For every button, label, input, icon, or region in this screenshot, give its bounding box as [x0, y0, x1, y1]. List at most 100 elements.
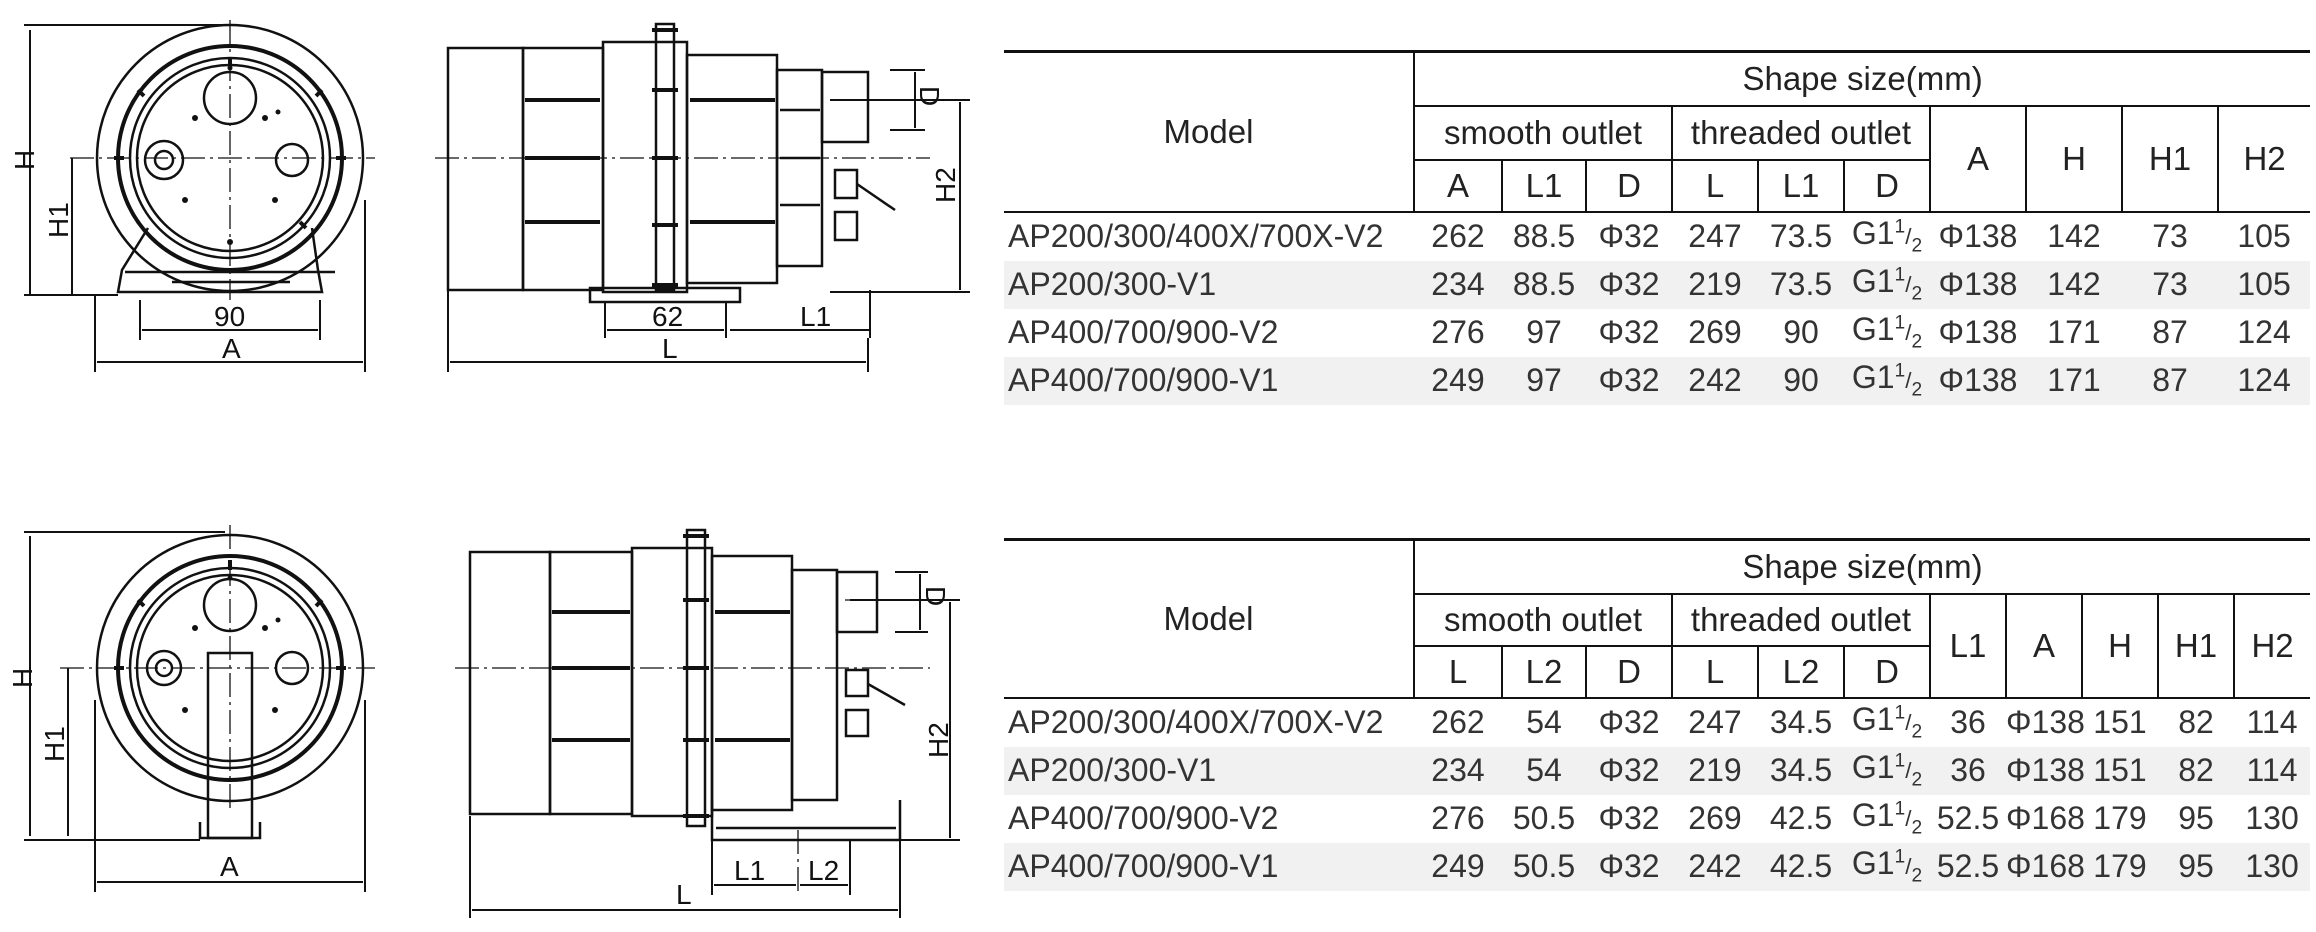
- value-cell: 42.5: [1758, 842, 1844, 891]
- value-cell: 73: [2122, 260, 2218, 309]
- value-cell: Φ138: [1930, 260, 2026, 309]
- dim-label-H: H: [7, 668, 38, 688]
- value-cell: 73: [2152, 218, 2188, 254]
- smooth-outlet-header: smooth outlet: [1413, 105, 1672, 161]
- col-header: D: [1585, 645, 1672, 699]
- value-cell: Φ168: [2006, 800, 2085, 836]
- value-cell: G11/2: [1844, 212, 1930, 261]
- value-cell: Φ138: [1930, 356, 2026, 405]
- shape-size-header: Shape size(mm): [1412, 538, 2311, 595]
- fraction-slash: /: [1905, 224, 1912, 250]
- value-cell: Φ32: [1598, 314, 1660, 350]
- value-cell: Φ138: [1938, 218, 2018, 254]
- value-cell: 124: [2237, 314, 2291, 350]
- motor-body: [468, 550, 552, 816]
- threaded-outlet-header: threaded outlet: [1671, 593, 1930, 647]
- value-cell: 171: [2026, 356, 2122, 405]
- value-cell: 95: [2178, 800, 2214, 836]
- col-header: H1: [2121, 105, 2218, 213]
- value-cell: 124: [2218, 356, 2311, 405]
- fraction-slash: /: [1905, 854, 1912, 880]
- value-cell: 114: [2246, 704, 2298, 740]
- dim-label-H2: H2: [923, 722, 954, 758]
- col-header: L1: [1501, 159, 1586, 213]
- col-header: L1: [1929, 593, 2006, 699]
- value-cell: 242: [1672, 842, 1758, 891]
- value-cell: 151: [2093, 704, 2147, 740]
- value-cell: 54: [1526, 704, 1562, 740]
- col-header: H: [2081, 593, 2158, 699]
- thread-size: G1: [1851, 215, 1895, 252]
- value-cell: 262: [1431, 704, 1485, 740]
- thread-size: G1: [1851, 701, 1895, 738]
- dim-label-90: 90: [214, 301, 245, 332]
- fraction-slash: /: [1905, 806, 1912, 832]
- thread-size: G1: [1851, 749, 1895, 786]
- value-cell: Φ138: [1938, 314, 2018, 350]
- value-cell: 276: [1431, 314, 1485, 350]
- value-cell: Φ138: [2006, 746, 2085, 795]
- fraction-numerator: 1: [1894, 312, 1906, 334]
- value-cell: 50.5: [1512, 800, 1576, 836]
- value-cell: 262: [1431, 218, 1485, 254]
- value-cell: 90: [1783, 314, 1819, 350]
- value-cell: G11/2: [1844, 842, 1930, 891]
- value-cell: 249: [1414, 356, 1502, 405]
- value-cell: 87: [2152, 314, 2188, 350]
- dim-label-H1: H1: [43, 202, 74, 238]
- fraction-numerator: 1: [1894, 702, 1906, 724]
- col-header: L1: [1757, 159, 1844, 213]
- fraction-denominator: 2: [1911, 331, 1923, 353]
- value-cell: 234: [1414, 260, 1502, 309]
- value-cell: G11/2: [1844, 746, 1930, 795]
- value-cell: Φ138: [2006, 704, 2085, 740]
- support-bracket: [116, 227, 324, 294]
- value-cell: 34.5: [1769, 704, 1833, 740]
- fraction-numerator: 1: [1894, 750, 1906, 772]
- value-cell: 73.5: [1769, 218, 1833, 254]
- col-header: H2: [2216, 105, 2311, 213]
- fraction-numerator: 1: [1894, 846, 1906, 868]
- bottom-side-view-drawing: D H2 L1 L2 L: [455, 528, 960, 918]
- fraction-slash: /: [1905, 758, 1912, 784]
- value-cell: 50.5: [1502, 842, 1586, 891]
- value-cell: 249: [1414, 842, 1502, 891]
- dim-label-H: H: [9, 150, 40, 170]
- col-header: L2: [1757, 645, 1844, 699]
- col-header: L: [1671, 645, 1758, 699]
- value-cell: 42.5: [1769, 800, 1833, 836]
- value-cell: 179: [2093, 800, 2147, 836]
- dim-label-A: A: [220, 851, 239, 882]
- base-plate: [588, 286, 742, 304]
- value-cell: 105: [2218, 260, 2311, 309]
- bottom-front-view-drawing: H H1 A: [7, 525, 375, 892]
- model-cell: AP400/700/900-V1: [1004, 842, 1414, 891]
- dim-label-L: L: [662, 333, 678, 364]
- dim-label-H2: H2: [930, 167, 961, 203]
- value-cell: 54: [1502, 746, 1586, 795]
- value-cell: 142: [2047, 218, 2101, 254]
- fraction-denominator: 2: [1911, 721, 1923, 743]
- value-cell: 88.5: [1502, 260, 1586, 309]
- fraction-slash: /: [1905, 710, 1912, 736]
- threaded-outlet-header: threaded outlet: [1671, 105, 1930, 161]
- value-cell: Φ32: [1598, 218, 1660, 254]
- col-header: L: [1413, 645, 1502, 699]
- fraction-numerator: 1: [1894, 216, 1906, 238]
- thread-size: G1: [1851, 845, 1895, 882]
- dimension-labels: H H1 90 A: [9, 150, 245, 364]
- value-cell: Φ32: [1586, 356, 1672, 405]
- value-cell: G11/2: [1844, 309, 1930, 357]
- col-header: L: [1671, 159, 1758, 213]
- dimension-labels: D H2 62 L1 L: [652, 86, 961, 364]
- value-cell: 179: [2082, 842, 2158, 891]
- col-header: L2: [1501, 645, 1586, 699]
- shape-size-header: Shape size(mm): [1412, 50, 2311, 107]
- spec-table-top: Model Shape size(mm) smooth outlet threa…: [1004, 50, 2311, 405]
